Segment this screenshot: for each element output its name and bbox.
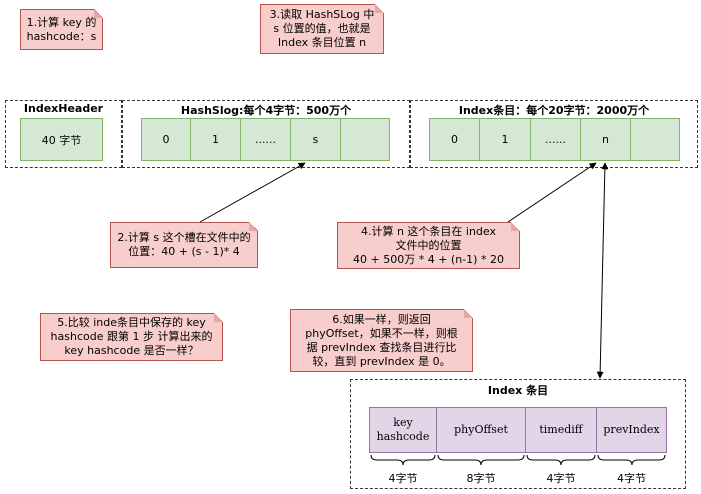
hash-slot-cell <box>340 118 390 161</box>
index-items-group: Index条目：每个20字节：2000万个 <box>410 100 698 168</box>
brace-timediff <box>526 454 596 466</box>
size-label: 4字节 <box>546 472 576 485</box>
entry-field-phyoffset: phyOffset <box>436 407 526 453</box>
hash-slot-title: HashSlog:每个4字节：500万个 <box>180 104 352 117</box>
arrow-item-to-entry <box>596 162 609 379</box>
hash-slot-cell: 0 <box>141 118 191 161</box>
index-header-title: IndexHeader <box>23 102 104 115</box>
index-header-cell: 40 字节 <box>20 118 103 161</box>
step3-note: 3.读取 HashSLog 中 s 位置的值，也就是 Index 条目位置 n <box>260 4 384 54</box>
step1-note: 1.计算 key 的 hashcode：s <box>20 9 103 50</box>
hash-slot-cell: 1 <box>190 118 241 161</box>
step4-note: 4.计算 n 这个条目在 index 文件中的位置 40 + 500万 * 4 … <box>337 222 520 269</box>
hash-slot-group: HashSlog:每个4字节：500万个 <box>122 100 410 168</box>
step2-note: 2.计算 s 这个槽在文件中的 位置：40 + (s - 1)* 4 <box>110 222 258 268</box>
index-item-cell <box>630 118 680 161</box>
index-item-cell: ...... <box>530 118 581 161</box>
arrow-step4-to-item <box>507 162 597 223</box>
entry-field-key-hashcode: key hashcode <box>369 407 437 453</box>
index-entry-title: Index 条目 <box>487 384 549 397</box>
size-label: 4字节 <box>388 472 418 485</box>
brace-previndex <box>597 454 666 466</box>
step6-note: 6.如果一样，则返回 phyOffset，如果不一样，则根 据 prevInde… <box>290 309 473 372</box>
entry-field-previndex: prevIndex <box>596 407 667 453</box>
arrow-step2-to-slot <box>199 162 306 223</box>
size-label: 4字节 <box>617 472 646 485</box>
index-items-title: Index条目：每个20字节：2000万个 <box>458 104 650 117</box>
index-entry-group: Index 条目 <box>350 379 686 489</box>
brace-key-hashcode <box>370 454 436 466</box>
entry-field-timediff: timediff <box>525 407 597 453</box>
index-item-cell: 0 <box>429 118 480 161</box>
hash-slot-cell-s: s <box>290 118 341 161</box>
size-label: 8字节 <box>466 472 496 485</box>
step5-note: 5.比较 inde条目中保存的 key hashcode 跟第 1 步 计算出来… <box>40 313 223 361</box>
brace-phyoffset <box>437 454 525 466</box>
index-header-group: IndexHeader <box>5 100 122 168</box>
